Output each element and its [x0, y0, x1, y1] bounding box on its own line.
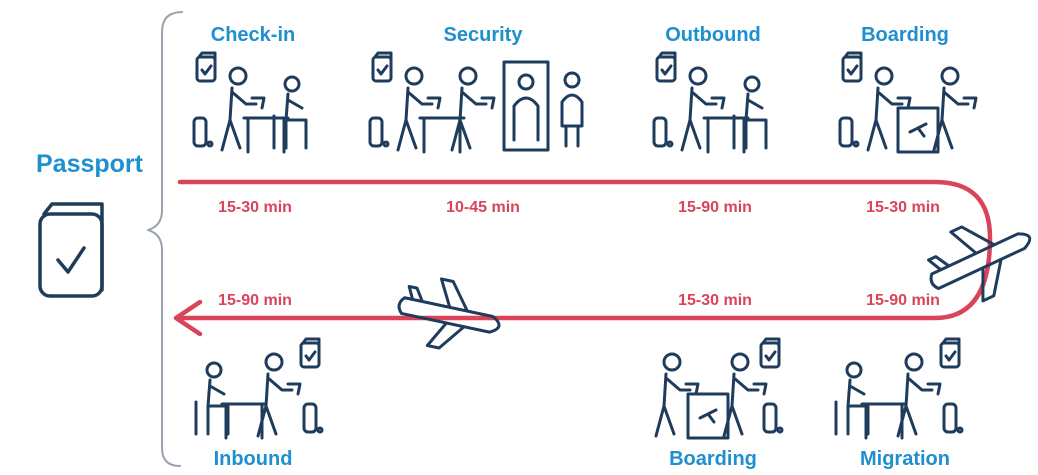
arrival-arrowhead — [173, 299, 203, 337]
airplane-icon — [397, 277, 501, 350]
boarding-gate-icon — [838, 51, 978, 154]
check-in-desk-icon — [192, 51, 308, 154]
stage-label-migration: Migration — [860, 448, 950, 470]
stage-label-outbound: Outbound — [665, 24, 761, 46]
duration-outbound: 15-90 min — [678, 199, 752, 216]
stage-label-inbound: Inbound — [213, 448, 293, 470]
stage-label-security: Security — [443, 24, 523, 46]
inbound-control-icon — [194, 337, 324, 440]
passport-icon — [38, 202, 104, 298]
airplane-icon — [927, 225, 1032, 303]
migration-icon — [834, 337, 964, 440]
duration-boarding-departure: 15-30 min — [866, 199, 940, 216]
passport-label: Passport — [36, 150, 143, 178]
passport-control-icon — [652, 51, 768, 154]
boarding-gate-icon — [654, 337, 784, 440]
stage-label-boarding: Boarding — [861, 24, 949, 46]
departure-route-line — [177, 179, 993, 321]
duration-inbound: 15-90 min — [218, 292, 292, 309]
duration-migration: 15-90 min — [866, 292, 940, 309]
stage-label-boarding-arrival: Boarding — [669, 448, 757, 470]
duration-check-in: 15-30 min — [218, 199, 292, 216]
duration-security: 10-45 min — [446, 199, 520, 216]
stage-label-check-in: Check-in — [210, 24, 296, 46]
security-scanner-icon — [368, 51, 584, 154]
brace-bracket — [147, 11, 183, 467]
duration-boarding-arrival: 15-30 min — [678, 292, 752, 309]
